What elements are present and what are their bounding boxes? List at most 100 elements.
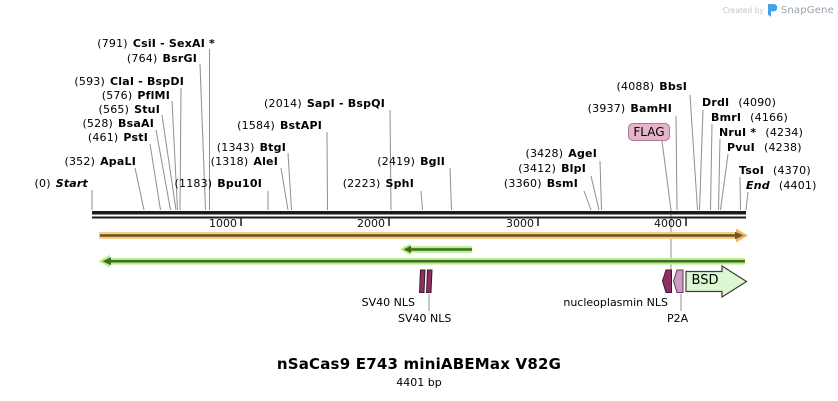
enzyme-position: (4234) <box>765 126 804 139</box>
enzyme-name: BsaAI <box>118 117 154 130</box>
enzyme-label-ClaI - BspDI[interactable]: (593)ClaI - BspDI <box>74 75 184 88</box>
enzyme-label-Bpu10I[interactable]: (1183) Bpu10I <box>175 177 262 190</box>
enzyme-position: (4088) <box>616 80 655 93</box>
leader-line-AleI <box>280 167 289 211</box>
enzyme-name: BsrGI <box>162 52 197 65</box>
enzyme-position: (461) <box>87 131 119 144</box>
enzyme-label-ApaLI[interactable]: (352) ApaLI <box>64 155 136 168</box>
enzyme-position: (3937) <box>587 102 626 115</box>
enzyme-label-StuI[interactable]: (565) StuI <box>99 103 161 116</box>
leader-line-ClaI - BspDI <box>179 87 182 211</box>
enzyme-name: DrdI <box>702 96 730 109</box>
enzyme-label-DrdI[interactable]: DrdI (4090) <box>702 96 776 109</box>
watermark-brand: SnapGene <box>780 5 834 16</box>
enzyme-label-BglI[interactable]: (2419)BglI <box>377 155 445 168</box>
tick-label-3000: 3000 <box>506 217 534 230</box>
enzyme-label-BsrGI[interactable]: (764)BsrGI <box>127 52 197 65</box>
leader-line-BsmI <box>583 190 592 211</box>
enzyme-name: BtgI <box>259 141 286 154</box>
enzyme-label-AgeI[interactable]: (3428)AgeI <box>525 147 597 160</box>
bsd-label[interactable]: BSD <box>691 273 719 288</box>
enzyme-name: PvuI <box>727 141 755 154</box>
enzyme-label-AleI[interactable]: (1318)AleI <box>211 155 278 168</box>
enzyme-label-BsmI[interactable]: (3360)BsmI <box>504 177 578 190</box>
enzyme-position: (4166) <box>750 111 788 124</box>
enzyme-name: PflMI <box>137 89 170 102</box>
enzyme-name: SphI <box>385 177 414 190</box>
enzyme-position: (2223) <box>342 177 381 190</box>
enzyme-name: Start <box>55 177 88 190</box>
title-block: nSaCas9 E743 miniABEMax V82G 4401 bp <box>0 355 838 389</box>
enzyme-label-CsiI - SexAI *[interactable]: (791)CsiI - SexAI * <box>97 37 215 50</box>
leader-line-AgeI <box>599 160 602 211</box>
enzyme-label-BbsI[interactable]: (4088) BbsI <box>617 80 687 93</box>
enzyme-position: (593) <box>74 75 105 88</box>
leader-line-BstAPI <box>326 131 328 211</box>
leader-line-BmrI <box>710 123 713 211</box>
enzyme-label-NruI *[interactable]: NruI * (4234) <box>719 126 803 139</box>
enzyme-label-Start[interactable]: (0)Start <box>35 177 88 190</box>
nucleoplasmin-nls-feature[interactable] <box>661 269 672 293</box>
enzyme-name: BglI <box>420 155 445 168</box>
enzyme-position: (3360) <box>503 177 542 190</box>
enzyme-label-End[interactable]: End (4401) <box>746 179 817 192</box>
nucleoplasmin-nls-label[interactable]: nucleoplasmin NLS <box>563 296 668 309</box>
long-reverse-green-arrow[interactable] <box>98 254 746 268</box>
leader-line-PflMI <box>171 100 178 211</box>
enzyme-position: (4090) <box>738 96 777 109</box>
enzyme-position: (3412) <box>518 162 557 175</box>
leader-line-BsrGI <box>199 63 206 211</box>
enzyme-label-BlpI[interactable]: (3412) BlpI <box>518 162 586 175</box>
enzyme-label-PstI[interactable]: (461) PstI <box>88 131 148 144</box>
enzyme-name: NruI * <box>719 126 757 139</box>
enzyme-name: StuI <box>134 103 160 116</box>
enzyme-label-BamHI[interactable]: (3937)BamHI <box>588 102 672 115</box>
enzyme-position: (352) <box>64 155 96 168</box>
enzyme-name: AleI <box>253 155 278 168</box>
watermark: Created by SnapGene <box>723 4 834 17</box>
enzyme-position: (4401) <box>778 179 817 192</box>
bsd-feature-arrow[interactable] <box>685 264 748 299</box>
orange-feature-arrow[interactable] <box>99 228 748 243</box>
leader-line-SphI <box>420 190 423 211</box>
enzyme-position: (528) <box>82 117 114 130</box>
sv40-nls-2-label[interactable]: SV40 NLS <box>398 312 452 325</box>
sv40-nls-1-feature[interactable] <box>418 269 426 293</box>
enzyme-name: End <box>746 179 770 192</box>
enzyme-label-BstAPI[interactable]: (1584)BstAPI <box>237 119 322 132</box>
backbone-line-top[interactable] <box>92 211 746 215</box>
enzyme-position: (1343) <box>216 141 255 154</box>
p2a-feature[interactable] <box>672 269 684 293</box>
enzyme-name: ApaLI <box>100 155 136 168</box>
plasmid-length: 4401 bp <box>396 376 442 389</box>
enzyme-label-SapI - BspQI[interactable]: (2014)SapI - BspQI <box>264 97 385 110</box>
enzyme-name: BlpI <box>561 162 586 175</box>
enzyme-position: (565) <box>98 103 130 116</box>
enzyme-label-BtgI[interactable]: (1343) BtgI <box>217 141 286 154</box>
enzyme-label-PvuI[interactable]: PvuI (4238) <box>727 141 802 154</box>
sv40-nls-1-label[interactable]: SV40 NLS <box>361 296 415 309</box>
leader-line-ApaLI <box>134 167 145 211</box>
tick-label-4000: 4000 <box>654 217 682 230</box>
enzyme-label-TsoI[interactable]: TsoI(4370) <box>739 164 811 177</box>
enzyme-name: BbsI <box>659 80 687 93</box>
leader-line-SapI - BspQI <box>389 109 392 211</box>
enzyme-position: (3428) <box>525 147 564 160</box>
enzyme-name: PstI <box>123 131 148 144</box>
enzyme-label-SphI[interactable]: (2223) SphI <box>343 177 414 190</box>
flag-feature-badge[interactable]: FLAG <box>628 123 670 141</box>
backbone-line-bottom[interactable] <box>92 216 746 219</box>
p2a-label[interactable]: P2A <box>667 312 689 325</box>
enzyme-name: SapI - BspQI <box>306 97 385 110</box>
leader-line-BsaAI <box>155 129 171 211</box>
sv40-nls-2-feature[interactable] <box>425 269 433 293</box>
small-reverse-green-arrow[interactable] <box>400 243 472 256</box>
enzyme-label-BmrI[interactable]: BmrI(4166) <box>711 111 788 124</box>
leader-line-DrdI <box>699 109 704 211</box>
enzyme-name: Bpu10I <box>217 177 262 190</box>
enzyme-position: (1183) <box>174 177 213 190</box>
enzyme-label-BsaAI[interactable]: (528) BsaAI <box>82 117 154 130</box>
leader-line-NruI * <box>718 138 721 211</box>
enzyme-label-PflMI[interactable]: (576)PflMI <box>102 89 170 102</box>
enzyme-position: (4238) <box>763 141 802 154</box>
